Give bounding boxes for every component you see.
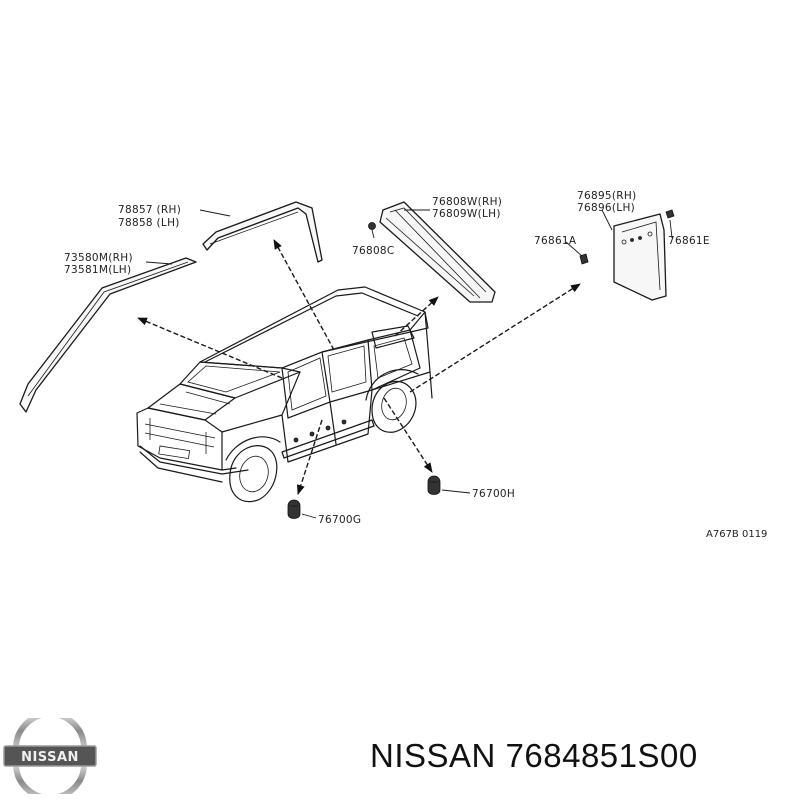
callout-73581m: 73581M(LH) (64, 264, 131, 276)
callout-73580m: 73580M(RH) (64, 252, 133, 264)
vehicle-illustration (136, 286, 433, 503)
front-roof-molding (202, 201, 323, 263)
arrows (137, 239, 581, 495)
rear-roof-molding (19, 257, 197, 413)
leader-lines (145, 209, 673, 519)
callout-76809w: 76809W(LH) (432, 208, 501, 220)
figure-reference: A767B 0119 (706, 529, 767, 540)
callout-78857: 78857 (RH) (118, 204, 181, 216)
callout-76808w: 76808W(RH) (432, 196, 502, 208)
callout-76861a: 76861A (534, 235, 577, 247)
clip-76700g (287, 499, 301, 519)
callout-76700g: 76700G (318, 514, 361, 526)
callout-76895: 76895(RH) (577, 190, 637, 202)
mud-flap (579, 209, 675, 301)
callout-76861e: 76861E (668, 235, 710, 247)
callout-76700h: 76700H (472, 488, 515, 500)
callout-76808c: 76808C (352, 245, 395, 257)
nissan-logo-icon: NISSAN (3, 718, 97, 794)
logo-text: NISSAN (21, 750, 79, 765)
callout-76896: 76896(LH) (577, 202, 635, 214)
clip-76700h (427, 475, 441, 495)
rear-spoiler (368, 201, 496, 303)
callout-78858: 78858 (LH) (118, 217, 180, 229)
part-number-title: NISSAN 7684851S00 (370, 737, 698, 774)
